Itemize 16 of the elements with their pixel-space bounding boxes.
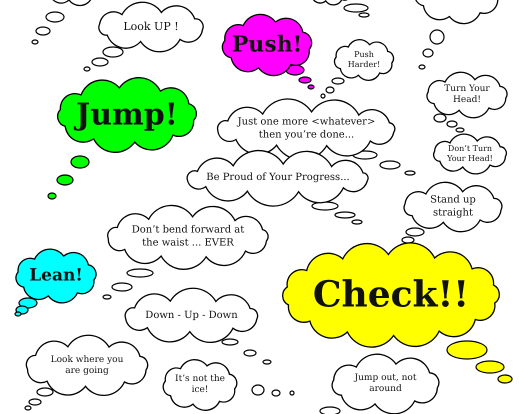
coaching-cue-text: Look UP ! <box>122 20 180 34</box>
coaching-cue-text: Look where you are going <box>50 354 124 378</box>
coaching-cue-text: Jump! <box>76 96 178 134</box>
coaching-cue-text: Push! <box>232 31 302 59</box>
coaching-cue-text: Be Proud of Your Progress... <box>205 172 351 184</box>
coaching-cue-text: Check!! <box>312 272 470 318</box>
coaching-cue-text: Jump out, not around <box>352 372 418 396</box>
coaching-cue-text: Push Harder! <box>346 50 382 70</box>
coaching-cue-text: Lean! <box>29 265 83 287</box>
coaching-cue-text: It’s not the ice! <box>175 374 225 396</box>
coaching-cue-text: Down - Up - Down <box>144 310 239 322</box>
coaching-cue-text: Stand up straight <box>429 194 477 220</box>
coaching-cue-text: Just one more <whatever> then you’re done... <box>236 116 376 142</box>
coaching-cue-text: Turn Your Head! <box>443 84 491 106</box>
coaching-cue-text: Don’t Turn Your Head! <box>446 144 494 164</box>
coaching-cue-text: Don’t bend forward at the waist ... EVER <box>130 224 246 250</box>
